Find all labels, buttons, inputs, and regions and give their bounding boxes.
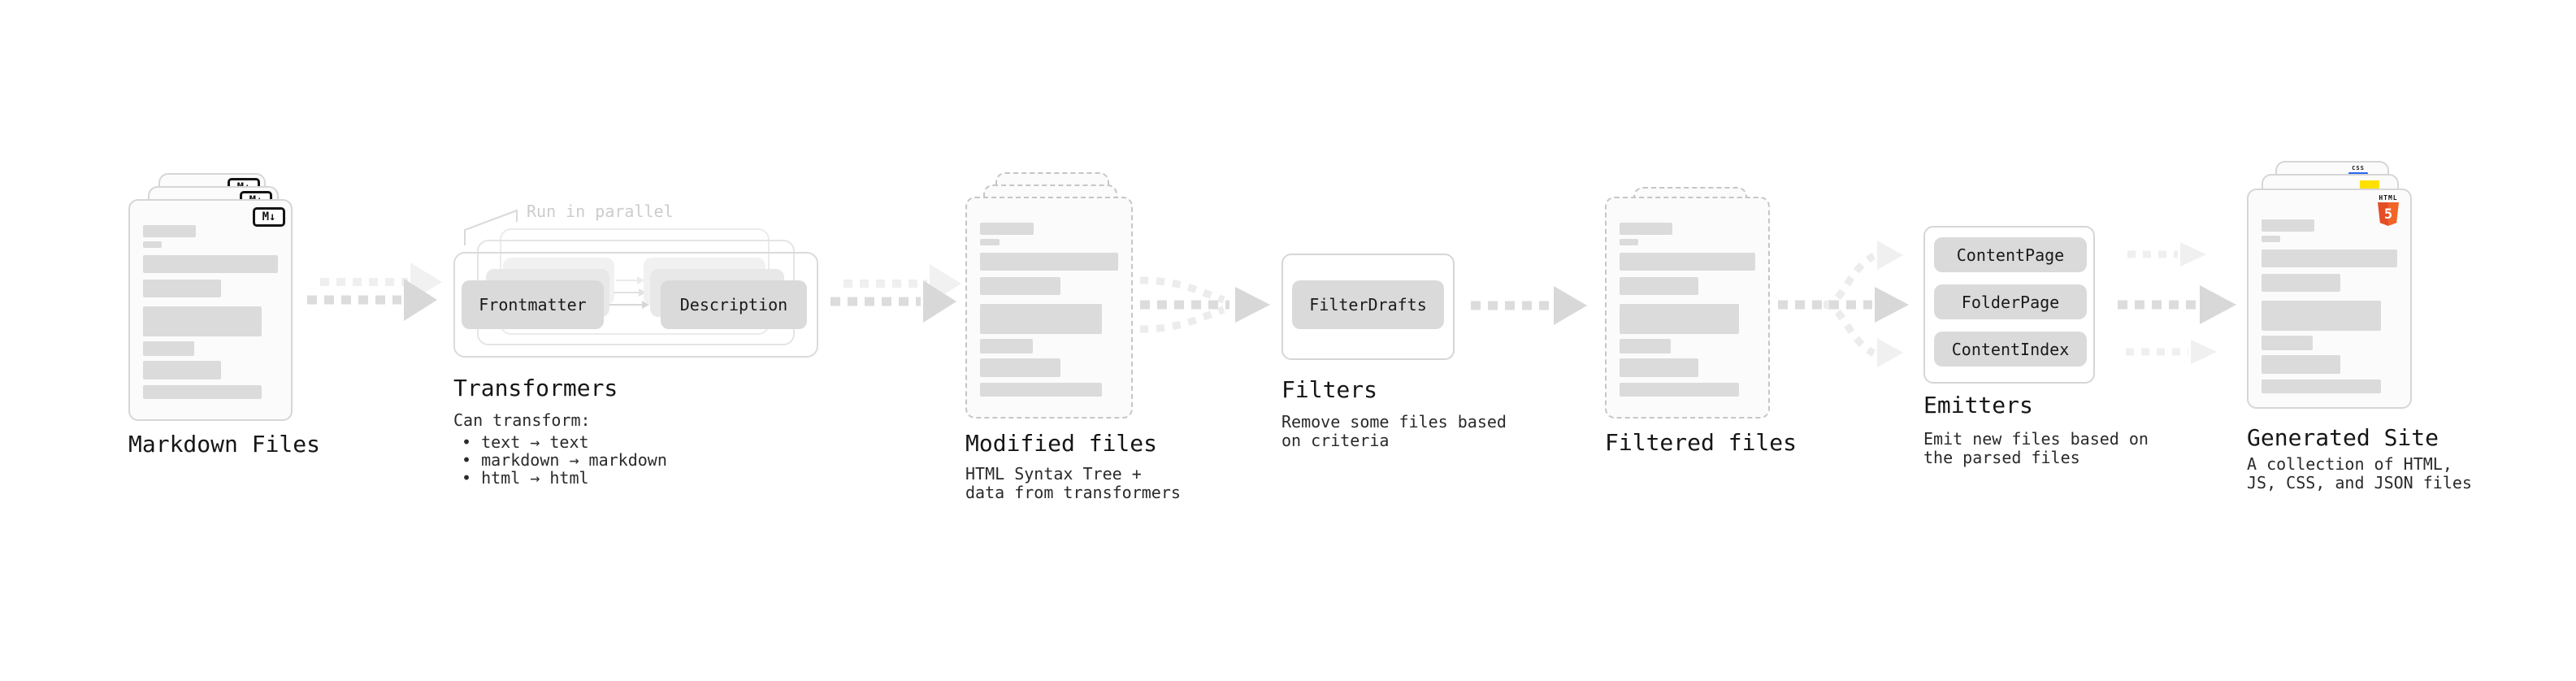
- placeholder-bar: [143, 255, 278, 273]
- dashed-arrow-transformers-to-modified: [830, 264, 961, 323]
- css-icon-bar: [2348, 172, 2368, 176]
- parallel-arrows: [609, 276, 649, 309]
- placeholder-bar: [1620, 239, 1639, 245]
- html5-icon: HTML 5: [2373, 194, 2404, 226]
- html5-icon-number: 5: [2383, 206, 2393, 223]
- generated-file-card-js: [2262, 174, 2399, 231]
- run-in-parallel-annotation: Run in parallel: [527, 202, 674, 221]
- stage-label-filtered-files: Filtered files: [1605, 429, 1798, 456]
- placeholder-bar: [980, 358, 1060, 377]
- stage-label-modified-files: Modified files: [965, 430, 1158, 457]
- modified-file-card-front: [965, 197, 1133, 419]
- css-icon: CSS: [2348, 165, 2368, 176]
- filtered-file-card-back: [1633, 187, 1747, 244]
- filter-pill-filterdrafts: FilterDrafts: [1292, 280, 1444, 329]
- placeholder-bar: [2262, 274, 2340, 292]
- stage-label-generated-site: Generated Site: [2247, 424, 2439, 451]
- bullet-item: • html → html: [462, 468, 589, 488]
- transformer-pill-frontmatter: Frontmatter: [462, 280, 604, 329]
- placeholder-bar: [2262, 236, 2281, 242]
- placeholder-bar: [1620, 277, 1698, 295]
- emitters-box: [1923, 226, 2095, 384]
- stage-label-transformers: Transformers: [453, 375, 618, 401]
- bullet-item: • text → text: [462, 432, 589, 452]
- emitter-pill-contentpage: ContentPage: [1934, 237, 2087, 272]
- markdown-file-card-middle: M↓: [148, 186, 279, 243]
- transformers-desc-title: Can transform:: [453, 410, 591, 430]
- placeholder-bar: [2262, 380, 2381, 393]
- js-icon: [2360, 180, 2379, 189]
- placeholder-bar: [980, 239, 1000, 245]
- placeholder-bar: [2262, 301, 2381, 331]
- modified-files-description: HTML Syntax Tree + data from transformer…: [965, 464, 1181, 502]
- placeholder-bar: [1620, 358, 1698, 377]
- frontmatter-ghost: [503, 258, 614, 305]
- placeholder-bar: [143, 385, 262, 399]
- filters-description: Remove some files based on criteria: [1281, 412, 1507, 450]
- placeholder-bar: [143, 225, 196, 237]
- bullet-item: • markdown → markdown: [462, 450, 667, 470]
- placeholder-bar: [1620, 339, 1672, 354]
- placeholder-bar: [2262, 336, 2314, 350]
- placeholder-bar: [1620, 383, 1739, 397]
- markdown-file-card-front: M↓: [128, 199, 293, 421]
- dashed-arrows-emitters-to-generated: [2118, 242, 2236, 364]
- emitters-description: Emit new files based on the parsed files: [1923, 429, 2149, 467]
- file-content-placeholder: [2262, 219, 2397, 393]
- placeholder-bar: [980, 339, 1033, 354]
- transformers-bullet-list: • text → text • markdown → markdown • ht…: [462, 433, 667, 487]
- transformer-pill-description: Description: [661, 280, 807, 329]
- file-content-placeholder: [1620, 223, 1755, 397]
- placeholder-bar: [143, 306, 262, 336]
- markdown-file-card-back: M↓: [158, 173, 266, 230]
- placeholder-bar: [2262, 249, 2397, 267]
- placeholder-bar: [143, 361, 222, 380]
- emitter-pill-contentindex: ContentIndex: [1934, 332, 2087, 367]
- placeholder-bar: [980, 304, 1102, 334]
- placeholder-bar: [143, 341, 195, 356]
- placeholder-bar: [143, 280, 222, 297]
- transformer-box-middle: [477, 240, 795, 345]
- placeholder-bar: [143, 241, 163, 248]
- diverging-dashed-arrow-filtered-to-emitters: [1778, 241, 1909, 367]
- modified-file-card-middle: [983, 184, 1117, 241]
- css-icon-word: CSS: [2352, 165, 2365, 171]
- placeholder-bar: [2262, 219, 2315, 232]
- filtered-file-card-front: [1605, 197, 1770, 419]
- generated-file-card-html: HTML 5: [2247, 189, 2412, 409]
- converging-dashed-arrow-modified-to-filters: [1139, 276, 1270, 333]
- markdown-icon: M↓: [228, 178, 260, 197]
- file-content-placeholder: [980, 223, 1118, 397]
- transformer-box-front: [453, 252, 818, 358]
- stage-label-emitters: Emitters: [1923, 392, 2033, 419]
- modified-file-card-back: [995, 172, 1109, 229]
- html5-icon-shield: 5: [2378, 202, 2399, 226]
- html5-icon-word: HTML: [2379, 194, 2398, 202]
- frontmatter-ghost: [486, 269, 609, 317]
- placeholder-bar: [1620, 304, 1739, 334]
- placeholder-bar: [2262, 355, 2340, 374]
- generated-file-card-css: CSS: [2275, 161, 2389, 218]
- placeholder-bar: [1620, 253, 1755, 271]
- annotation-callout-line: [464, 209, 518, 245]
- placeholder-bar: [980, 383, 1102, 397]
- file-content-placeholder: [143, 225, 278, 399]
- transformer-box-back: [500, 228, 770, 335]
- dashed-arrow-markdown-to-transformers: [307, 262, 442, 321]
- placeholder-bar: [1620, 223, 1673, 235]
- placeholder-bar: [980, 223, 1034, 235]
- stage-label-filters: Filters: [1281, 376, 1378, 403]
- placeholder-bar: [980, 277, 1060, 295]
- placeholder-bar: [980, 253, 1118, 271]
- stage-label-markdown-files: Markdown Files: [128, 431, 321, 458]
- emitter-pill-folderpage: FolderPage: [1934, 284, 2087, 319]
- dashed-arrow-filters-to-filtered: [1471, 286, 1587, 325]
- markdown-icon: M↓: [240, 191, 272, 210]
- filters-box: [1281, 254, 1455, 360]
- markdown-icon: M↓: [253, 207, 285, 227]
- generated-site-description: A collection of HTML, JS, CSS, and JSON …: [2247, 454, 2472, 492]
- description-ghost: [644, 258, 765, 305]
- description-ghost: [650, 269, 784, 317]
